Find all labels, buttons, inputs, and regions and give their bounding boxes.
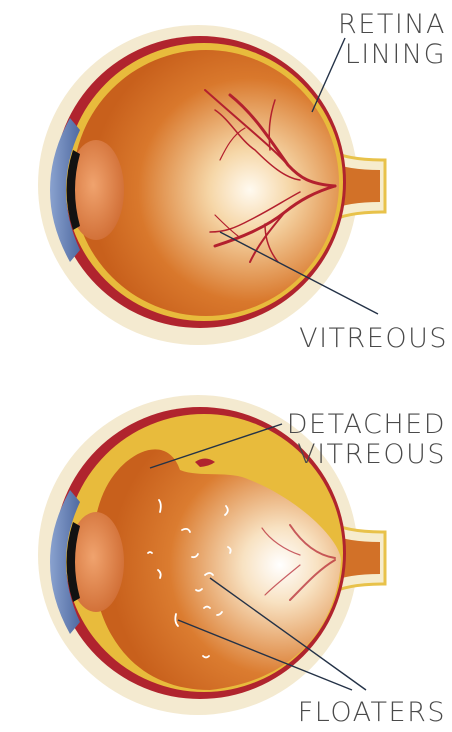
label-retina-line1: RETINA	[338, 10, 446, 40]
label-floaters: FLOATERS	[298, 698, 446, 728]
label-retina-lining: RETINA LINING	[338, 10, 446, 70]
healthy-eye-cross-section-icon	[38, 25, 385, 345]
label-detached-line1: DETACHED	[287, 410, 446, 440]
label-vitreous: VITREOUS	[299, 324, 448, 354]
label-retina-line2: LINING	[338, 40, 446, 70]
label-detached-line2: VITREOUS	[287, 440, 446, 470]
label-detached-vitreous: DETACHED VITREOUS	[287, 410, 446, 470]
